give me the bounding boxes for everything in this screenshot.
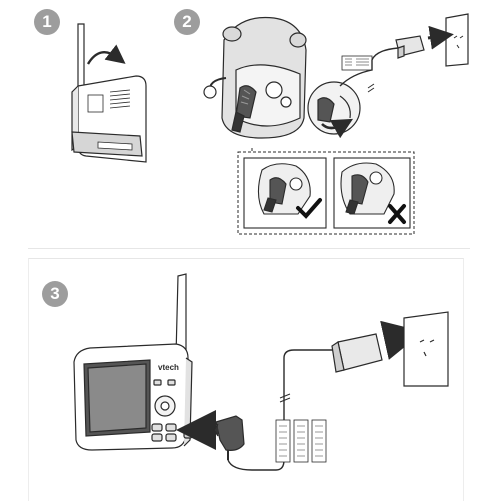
step3-warning-labels <box>275 419 327 463</box>
step1-parent-unit <box>71 23 147 163</box>
step3-cable <box>227 349 338 471</box>
step3-brand-logo: vtech <box>158 363 179 372</box>
step3-button-lower-left <box>151 433 163 442</box>
step3-power-port <box>183 425 193 439</box>
step3-button-bottom-right <box>165 423 177 432</box>
step1-speaker-grille <box>109 89 131 109</box>
step1-rotate-arrow-icon <box>86 44 126 65</box>
step1-label-recess <box>87 94 104 113</box>
step2-magnifier <box>307 81 361 139</box>
step2-adapter-label <box>341 55 373 71</box>
step3-button-left <box>153 379 162 386</box>
step2-camera-plug <box>231 85 257 133</box>
step2-camera <box>203 16 307 139</box>
step3-button-lower-right <box>165 433 177 442</box>
step3-wall-outlet <box>403 311 449 387</box>
step3-warning-label-middle <box>293 419 309 463</box>
step-2-badge: 2 <box>174 9 200 35</box>
step3-warning-label-right <box>311 419 327 463</box>
step2-plug-in-arrow-icon <box>427 25 454 50</box>
step3-cable-break <box>279 393 291 403</box>
step1-antenna <box>77 23 85 93</box>
step2-insert-arrow-icon <box>321 118 354 139</box>
step2-correct-incorrect-callout <box>237 148 415 235</box>
step-1-badge: 1 <box>34 9 60 35</box>
step2-correct-example <box>243 157 327 229</box>
step2-power-adapter <box>395 35 425 59</box>
step-3-badge: 3 <box>42 281 68 307</box>
check-mark-icon <box>296 198 322 219</box>
step3-warning-label-left <box>275 419 291 463</box>
step3-right-angle-plug <box>213 415 245 460</box>
step2-wall-outlet <box>445 13 469 67</box>
step3-parent-unit <box>73 273 193 451</box>
step3-button-bottom-left <box>151 423 163 432</box>
step3-button-right <box>167 379 176 386</box>
step2-cable <box>339 47 399 87</box>
step3-plug-in-arrow-icon <box>380 320 424 360</box>
step2-cable-break <box>367 83 375 93</box>
x-mark-icon <box>388 204 406 224</box>
step3-power-adapter <box>331 333 383 373</box>
